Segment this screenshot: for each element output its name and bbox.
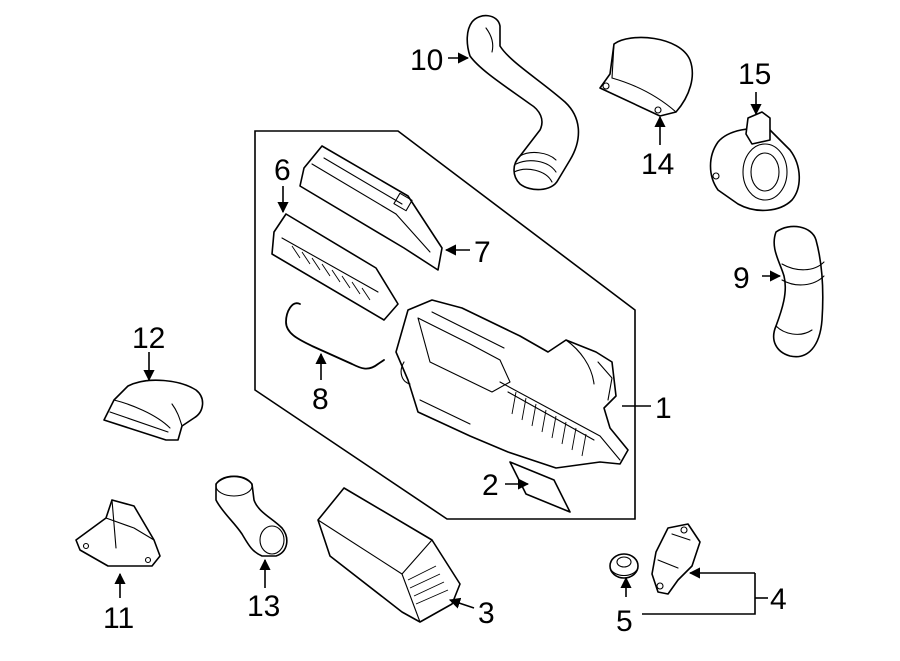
leader-lines	[114, 52, 782, 615]
callout-15: 15	[738, 58, 771, 91]
resonator-part-3[interactable]	[317, 487, 461, 623]
callout-4: 4	[770, 583, 787, 616]
bracket-part-11[interactable]	[75, 499, 161, 567]
elbow-hose-part-13[interactable]	[215, 475, 288, 557]
assembly-outline	[254, 130, 636, 520]
callout-14: 14	[641, 148, 674, 181]
callout-2: 2	[482, 469, 499, 502]
intake-tube-part-10[interactable]	[466, 14, 580, 191]
sensor-part-4[interactable]	[651, 523, 701, 595]
callout-13: 13	[247, 590, 280, 623]
grommet-part-5[interactable]	[609, 553, 639, 579]
callout-7: 7	[474, 236, 491, 269]
callout-10: 10	[410, 44, 443, 77]
callout-11: 11	[103, 602, 134, 635]
air-cleaner-housing-part-1[interactable]	[395, 299, 629, 469]
cover-part-14[interactable]	[599, 36, 694, 117]
air-box-cover-part-7[interactable]	[299, 145, 443, 271]
wire-clip-part-8[interactable]	[285, 302, 385, 370]
callout-3: 3	[478, 597, 495, 630]
maf-sensor-part-15[interactable]	[709, 111, 801, 212]
callout-1: 1	[655, 392, 672, 425]
callout-12: 12	[132, 322, 165, 355]
hose-part-9[interactable]	[772, 225, 825, 358]
air-filter-part-6[interactable]	[271, 213, 399, 321]
callout-8: 8	[312, 383, 329, 416]
adapter-part-12[interactable]	[103, 379, 204, 441]
callout-labels: 1 2 3 4 5 6 7 8 9 10 11 12 13 14 15	[103, 44, 787, 638]
callout-5: 5	[616, 605, 633, 638]
callout-6: 6	[274, 154, 291, 187]
pad-part-2[interactable]	[509, 461, 571, 513]
callout-9: 9	[733, 262, 750, 295]
